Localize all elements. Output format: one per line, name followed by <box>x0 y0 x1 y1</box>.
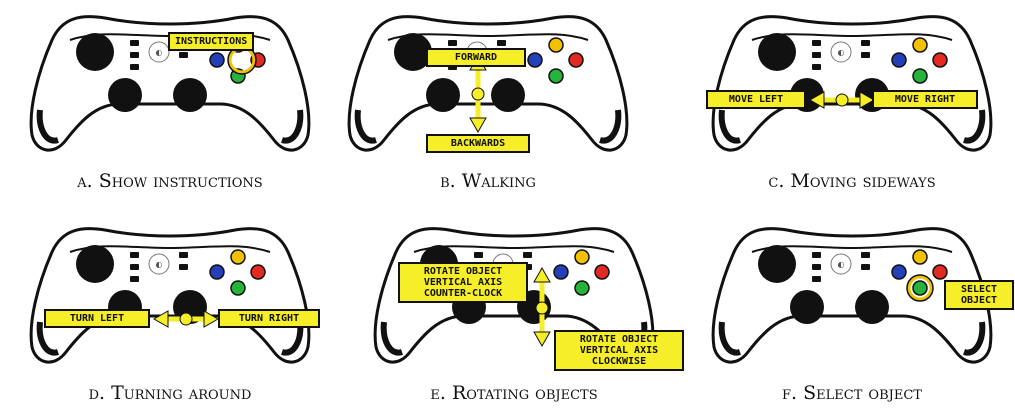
panel-walking: FORWARD BACKWARDS b. Walking <box>328 0 648 205</box>
label-turn-left: TURN LEFT <box>44 309 150 328</box>
panel-turning-around: TURN LEFT TURN RIGHT d. Turning around <box>10 212 330 417</box>
gamepad-icon <box>354 212 674 382</box>
label-rotate-counter-clock: ROTATE OBJECT VERTICAL AXIS COUNTER-CLOC… <box>398 262 528 303</box>
gamepad-icon <box>10 0 330 170</box>
caption-f: f. Select object <box>782 382 922 404</box>
double-arrow-icon <box>533 266 551 348</box>
caption-b: b. Walking <box>440 170 536 192</box>
caption-d: d. Turning around <box>88 382 252 404</box>
caption-e: e. Rotating objects <box>430 382 598 404</box>
label-rotate-clockwise: ROTATE OBJECT VERTICAL AXIS CLOCKWISE <box>554 330 684 371</box>
double-arrow-icon <box>808 91 876 109</box>
double-arrow-icon <box>469 54 487 134</box>
label-instructions: INSTRUCTIONS <box>168 32 255 51</box>
panel-moving-sideways: MOVE LEFT MOVE RIGHT c. Moving sideways <box>692 0 1012 205</box>
double-arrow-icon <box>152 310 220 328</box>
label-turn-right: TURN RIGHT <box>218 309 320 328</box>
label-move-right: MOVE RIGHT <box>872 90 978 109</box>
panel-rotating-objects: ROTATE OBJECT VERTICAL AXIS COUNTER-CLOC… <box>354 212 684 417</box>
gamepad-icon <box>10 212 330 382</box>
caption-a: a. Show instructions <box>77 170 263 192</box>
label-move-left: MOVE LEFT <box>706 90 806 109</box>
label-select-object: SELECT OBJECT <box>944 280 1014 310</box>
gamepad-icon <box>692 212 1012 382</box>
caption-c: c. Moving sideways <box>768 170 936 192</box>
label-backwards: BACKWARDS <box>426 134 530 153</box>
panel-show-instructions: INSTRUCTIONS a. Show instructions <box>10 0 330 205</box>
label-forward: FORWARD <box>426 48 526 67</box>
gamepad-icon <box>692 0 1012 170</box>
panel-select-object: SELECT OBJECT f. Select object <box>692 212 1014 417</box>
